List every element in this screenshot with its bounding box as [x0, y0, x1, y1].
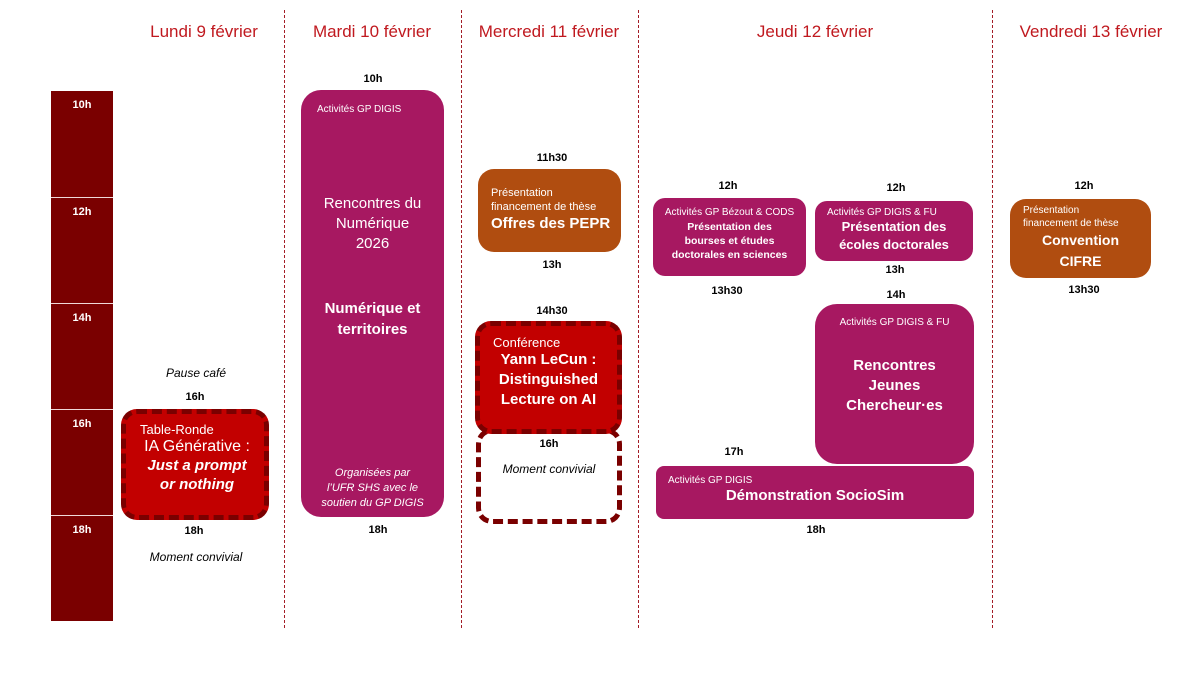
thursday-bourses-card[interactable]: Activités GP Bézout & CODS Présentation …	[653, 198, 806, 276]
thursday-jeunes-org: Activités GP DIGIS & FU	[839, 317, 950, 328]
thursday-sociosim-org: Activités GP DIGIS	[668, 475, 753, 486]
wednesday-convivial-card[interactable]: 16h Moment convivial	[476, 428, 622, 524]
friday-cifre-card[interactable]: Présentation financement de thèse Conven…	[1010, 199, 1151, 278]
monday-table-ronde-card[interactable]: Table-Ronde IA Générative : Just a promp…	[121, 409, 269, 520]
tuesday-theme-2: territoires	[337, 321, 408, 338]
thursday-jeunes-line3: Chercheur·es	[846, 397, 943, 414]
timeline-slot-16h: 16h	[51, 409, 113, 515]
wednesday-pepr-start: 11h30	[536, 152, 568, 164]
wednesday-conference-title-2: Distinguished	[498, 371, 599, 388]
day-separator	[992, 10, 993, 628]
wednesday-pepr-line2: financement de thèse	[491, 201, 597, 213]
thursday-bourses-start: 12h	[718, 180, 738, 192]
wednesday-pepr-title: Offres des PEPR	[491, 215, 611, 232]
monday-event-subtitle-1: Just a prompt	[147, 457, 247, 474]
wednesday-conference-card[interactable]: Conférence Yann LeCun : Distinguished Le…	[475, 321, 622, 434]
thursday-jeunes-line2: Jeunes	[868, 377, 921, 394]
friday-cifre-title-2: CIFRE	[1059, 253, 1102, 269]
friday-cifre-end: 13h30	[1068, 284, 1100, 296]
friday-cifre-title-1: Convention	[1042, 232, 1119, 248]
monday-event-subtitle-2: or nothing	[159, 476, 235, 493]
day-title-monday: Lundi 9 février	[150, 22, 258, 41]
day-separator	[461, 10, 462, 628]
tuesday-rencontres-numerique-card[interactable]: Activités GP DIGIS Rencontres du Numériq…	[301, 90, 444, 517]
tuesday-end-time: 18h	[368, 524, 388, 536]
timeline-slot-10h: 10h	[51, 91, 113, 197]
day-title-tuesday: Mardi 10 février	[312, 22, 432, 41]
thursday-bourses-end: 13h30	[711, 285, 743, 297]
monday-moment-convivial: Moment convivial	[149, 550, 243, 564]
monday-end-time: 18h	[184, 525, 204, 537]
wednesday-conference-start: 14h30	[536, 305, 568, 317]
wednesday-pepr-end: 13h	[542, 259, 562, 271]
thursday-ecoles-line1: Présentation des	[841, 219, 947, 234]
friday-cifre-start: 12h	[1074, 180, 1094, 192]
thursday-bourses-line2: bourses et études	[684, 235, 775, 247]
day-separator	[638, 10, 639, 628]
tuesday-title-3: 2026	[355, 235, 390, 252]
timeline-slot-12h: 12h	[51, 197, 113, 303]
timeline-slot-14h: 14h	[51, 303, 113, 409]
day-separator	[284, 10, 285, 628]
tuesday-footer-2: l’UFR SHS avec le	[326, 482, 419, 494]
wednesday-convivial-label: Moment convivial	[502, 462, 596, 476]
monday-start-time: 16h	[185, 391, 205, 403]
monday-pause-cafe: Pause café	[165, 366, 227, 380]
tuesday-footer-3: soutien du GP DIGIS	[321, 497, 424, 509]
wednesday-pepr-line1: Présentation	[491, 187, 553, 199]
thursday-jeunes-card[interactable]: Activités GP DIGIS & FU Rencontres Jeune…	[815, 304, 974, 464]
tuesday-theme-1: Numérique et	[324, 300, 421, 317]
day-title-wednesday: Mercredi 11 février	[478, 22, 620, 41]
thursday-sociosim-title: Démonstration SocioSim	[725, 487, 905, 504]
thursday-bourses-org: Activités GP Bézout & CODS	[664, 207, 795, 218]
friday-cifre-line2: financement de thèse	[1023, 218, 1119, 229]
monday-event-title: IA Générative :	[144, 438, 250, 455]
thursday-ecoles-end: 13h	[885, 264, 905, 276]
thursday-sociosim-end: 18h	[806, 524, 826, 536]
wednesday-conference-kind: Conférence	[493, 335, 561, 350]
thursday-ecoles-start: 12h	[886, 182, 906, 194]
timeline-slot-18h: 18h	[51, 515, 113, 621]
friday-cifre-line1: Présentation	[1023, 205, 1080, 216]
monday-event-kind: Table-Ronde	[140, 422, 214, 437]
tuesday-footer-1: Organisées par	[334, 467, 411, 479]
thursday-sociosim-start: 17h	[724, 446, 744, 458]
thursday-jeunes-start: 14h	[886, 289, 906, 301]
tuesday-title-1: Rencontres du	[323, 195, 422, 212]
thursday-bourses-line1: Présentation des	[687, 221, 772, 233]
wednesday-conference-title-3: Lecture on AI	[500, 391, 597, 408]
thursday-ecoles-org: Activités GP DIGIS & FU	[827, 207, 937, 218]
thursday-jeunes-line1: Rencontres	[853, 357, 936, 374]
day-title-friday: Vendredi 13 février	[1019, 22, 1163, 41]
thursday-ecoles-line2: écoles doctorales	[839, 237, 949, 252]
thursday-bourses-line3: doctorales en sciences	[671, 249, 788, 261]
wednesday-convivial-start: 16h	[539, 438, 559, 450]
wednesday-pepr-card[interactable]: Présentation financement de thèse Offres…	[478, 169, 621, 252]
thursday-sociosim-card[interactable]: Activités GP DIGIS Démonstration SocioSi…	[656, 466, 974, 519]
tuesday-title-2: Numérique	[335, 215, 410, 232]
thursday-ecoles-card[interactable]: Activités GP DIGIS & FU Présentation des…	[815, 201, 973, 261]
tuesday-event-org: Activités GP DIGIS	[317, 104, 402, 115]
tuesday-start-time: 10h	[363, 73, 383, 85]
day-title-thursday: Jeudi 12 février	[756, 22, 874, 41]
wednesday-conference-title-1: Yann LeCun :	[500, 351, 597, 368]
